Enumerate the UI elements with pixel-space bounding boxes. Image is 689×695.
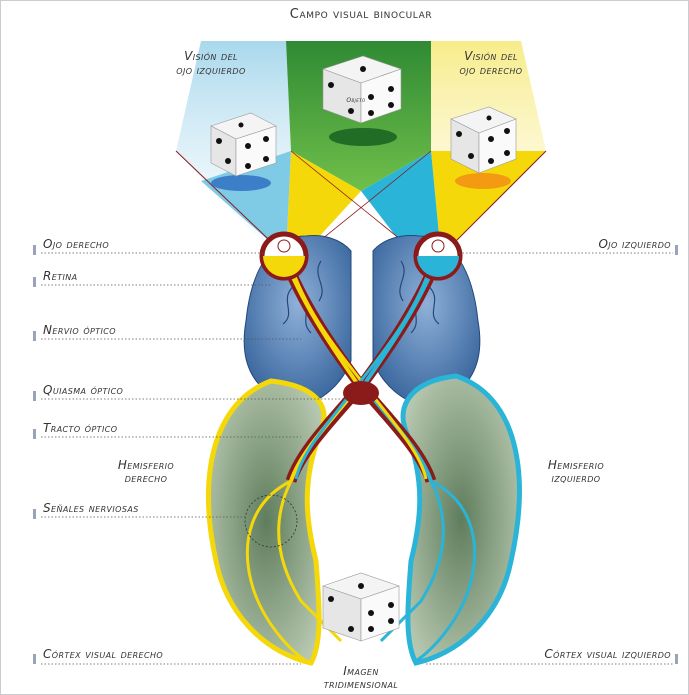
eye-left	[416, 234, 460, 278]
label-imagen-tridimensional: Imagen tridimensional	[291, 665, 431, 691]
vision-left-line2: ojo izquierdo	[151, 63, 271, 77]
label-ojo-izquierdo: Ojo izquierdo	[511, 237, 671, 251]
imagen-line2: tridimensional	[291, 678, 431, 691]
eye-right	[262, 234, 306, 278]
diagram-title: Campo visual binocular	[241, 7, 481, 22]
vision-right-line1: Visión del	[426, 49, 556, 63]
label-tracto-optico: Tracto óptico	[43, 421, 117, 435]
label-cortex-visual-izquierdo: Córtex visual izquierdo	[471, 647, 671, 661]
label-nervio-optico: Nervio óptico	[43, 323, 116, 337]
die-right	[451, 107, 516, 189]
label-senales-nerviosas: Señales nerviosas	[43, 501, 139, 515]
vision-right-line2: ojo derecho	[426, 63, 556, 77]
label-ojo-derecho: Ojo derecho	[43, 237, 109, 251]
label-quiasma-optico: Quiasma óptico	[43, 383, 123, 397]
label-cortex-visual-derecho: Córtex visual derecho	[43, 647, 163, 661]
vision-right-label: Visión del ojo derecho	[426, 49, 556, 77]
vision-left-label: Visión del ojo izquierdo	[151, 49, 271, 77]
label-hemisferio-izquierdo: Hemisferio izquierdo	[521, 459, 631, 485]
label-retina: Retina	[43, 269, 78, 283]
die-bottom	[323, 573, 399, 641]
object-label: Objeto	[336, 97, 376, 104]
vision-left-line1: Visión del	[151, 49, 271, 63]
label-hemisferio-derecho: Hemisferio derecho	[96, 459, 196, 485]
hemisferio-derecho-line2: derecho	[96, 472, 196, 485]
hemisferio-izquierdo-line2: izquierdo	[521, 472, 631, 485]
die-left	[211, 113, 276, 191]
